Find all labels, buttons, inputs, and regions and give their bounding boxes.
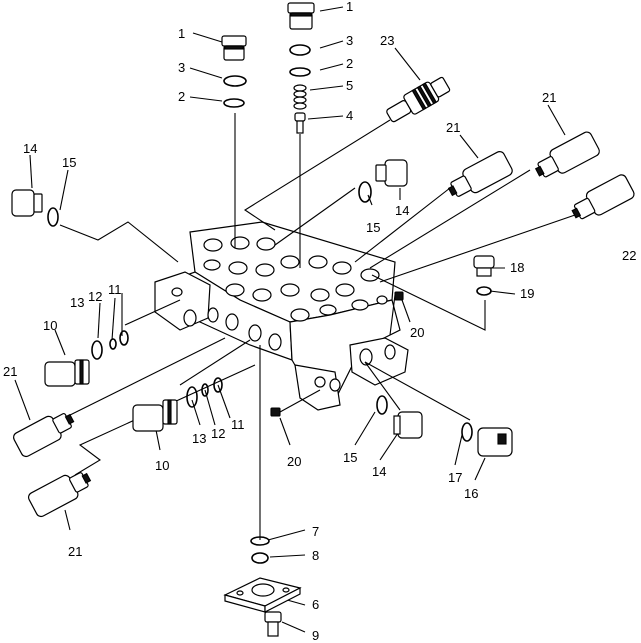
ring-12-left xyxy=(109,338,117,350)
o-ring-11-left xyxy=(119,330,129,346)
plug-14-lower xyxy=(393,411,423,439)
solenoid-22 xyxy=(571,174,635,220)
label-8: 8 xyxy=(312,548,319,563)
o-ring-17 xyxy=(461,422,473,442)
plug-20-lower xyxy=(270,407,281,417)
label-15-lower: 15 xyxy=(343,450,357,465)
ring-12-middle xyxy=(201,383,209,397)
label-1-left: 1 xyxy=(178,26,185,41)
o-ring-3-left xyxy=(223,75,247,87)
label-2-right: 2 xyxy=(346,56,353,71)
plug-10-left xyxy=(44,359,90,387)
label-21-upper-right: 21 xyxy=(542,90,556,105)
valve-body xyxy=(154,221,409,411)
plug-16 xyxy=(477,427,513,457)
o-ring-15-upper-mid xyxy=(358,181,372,203)
plug-14-upper-mid xyxy=(375,159,408,187)
label-16: 16 xyxy=(464,486,478,501)
o-ring-15-upper-left xyxy=(47,207,59,227)
label-22: 22 xyxy=(622,248,636,263)
solenoid-21-upper-left xyxy=(447,151,513,197)
solenoid-21-lower xyxy=(27,472,92,518)
label-21-upper-left: 21 xyxy=(446,120,460,135)
plug-10-middle xyxy=(132,399,178,432)
cover-plate-6 xyxy=(223,577,302,613)
o-ring-13-left xyxy=(91,340,103,360)
o-ring-13-middle xyxy=(186,386,198,408)
label-13-middle: 13 xyxy=(192,431,206,446)
o-ring-7 xyxy=(250,536,270,546)
plug-14-upper-left xyxy=(11,189,43,217)
label-20-upper: 20 xyxy=(410,325,424,340)
label-23: 23 xyxy=(380,33,394,48)
label-14-upper-mid: 14 xyxy=(395,203,409,218)
label-14-upper-left: 14 xyxy=(23,141,37,156)
label-13-left: 13 xyxy=(70,295,84,310)
label-15-upper-mid: 15 xyxy=(366,220,380,235)
solenoid-21-lower-upper xyxy=(12,413,75,458)
label-15-upper-left: 15 xyxy=(62,155,76,170)
label-14-lower: 14 xyxy=(372,464,386,479)
o-ring-15-lower xyxy=(376,395,388,415)
label-21-lower: 21 xyxy=(68,544,82,559)
label-11-left: 11 xyxy=(108,282,122,297)
o-ring-3-right xyxy=(289,44,311,56)
label-7: 7 xyxy=(312,524,319,539)
label-4: 4 xyxy=(346,108,353,123)
label-10-middle: 10 xyxy=(155,458,169,473)
relief-valve-23 xyxy=(386,76,451,123)
label-3-right: 3 xyxy=(346,33,353,48)
bolt-9 xyxy=(264,611,282,637)
o-ring-19 xyxy=(476,286,492,296)
label-12-middle: 12 xyxy=(211,426,225,441)
label-19: 19 xyxy=(520,286,534,301)
label-10-left: 10 xyxy=(43,318,57,333)
solenoid-21-upper-right xyxy=(534,131,600,178)
o-ring-2-right xyxy=(289,67,311,77)
label-9: 9 xyxy=(312,628,319,643)
o-ring-2-left xyxy=(223,98,245,108)
label-21-lower-upper: 21 xyxy=(3,364,17,379)
label-6: 6 xyxy=(312,597,319,612)
plug-20-upper xyxy=(394,291,404,301)
spring-5 xyxy=(293,84,307,110)
label-20-lower: 20 xyxy=(287,454,301,469)
label-18: 18 xyxy=(510,260,524,275)
ring-8 xyxy=(251,552,269,564)
o-ring-11-middle xyxy=(213,377,223,393)
plug-18 xyxy=(473,255,495,277)
plug-1-left xyxy=(221,35,247,61)
label-11-middle: 11 xyxy=(231,417,245,432)
leader-lines xyxy=(14,6,576,633)
label-17: 17 xyxy=(448,470,462,485)
part-number-labels: 1 1 3 2 3 2 5 4 23 21 21 14 15 14 15 22 … xyxy=(3,0,636,643)
label-3-left: 3 xyxy=(178,60,185,75)
pin-4 xyxy=(294,112,306,134)
label-12-left: 12 xyxy=(88,289,102,304)
label-2-left: 2 xyxy=(178,89,185,104)
plug-1-right xyxy=(287,2,315,30)
label-5: 5 xyxy=(346,78,353,93)
label-1-right: 1 xyxy=(346,0,353,14)
